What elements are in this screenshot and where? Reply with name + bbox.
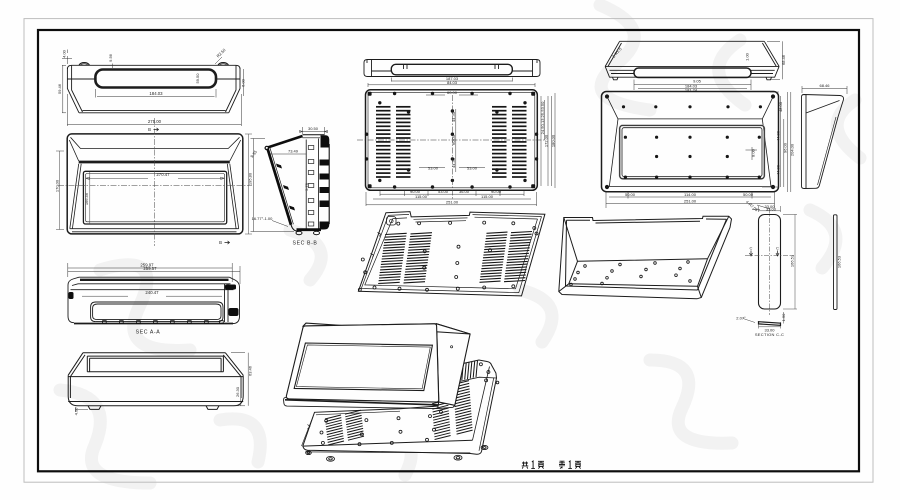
svg-text:96.00: 96.00 — [782, 142, 787, 153]
svg-text:84.03: 84.03 — [447, 80, 458, 85]
svg-text:50.00: 50.00 — [743, 192, 754, 197]
svg-text:53.00: 53.00 — [438, 189, 449, 194]
svg-text:60.00: 60.00 — [447, 90, 458, 95]
svg-text:C: C — [776, 246, 779, 251]
svg-text:33.00: 33.00 — [764, 328, 775, 333]
svg-text:60.00: 60.00 — [451, 134, 456, 145]
svg-text:240.47: 240.47 — [145, 290, 159, 295]
svg-text:4.00: 4.00 — [62, 49, 67, 58]
svg-text:30.50: 30.50 — [308, 126, 319, 131]
svg-text:90.00: 90.00 — [491, 189, 502, 194]
svg-text:251.00: 251.00 — [684, 198, 697, 203]
svg-text:53.00: 53.00 — [467, 165, 478, 170]
svg-text:B: B — [148, 127, 151, 132]
svg-text:259.57: 259.57 — [143, 266, 157, 271]
svg-text:SEC A-A: SEC A-A — [136, 330, 161, 336]
svg-text:114.00: 114.00 — [684, 192, 697, 197]
svg-text:9.05: 9.05 — [693, 79, 702, 84]
svg-text:181.24: 181.24 — [685, 88, 698, 93]
svg-text:259.97: 259.97 — [140, 262, 154, 267]
svg-text:115.00: 115.00 — [415, 194, 428, 199]
svg-text:180.00: 180.00 — [551, 134, 556, 147]
svg-text:90.00: 90.00 — [410, 189, 421, 194]
svg-text:187.03: 187.03 — [446, 76, 459, 81]
svg-text:68.46: 68.46 — [819, 83, 830, 88]
svg-text:24.50-13.25-53.50: 24.50-13.25-53.50 — [540, 101, 545, 134]
svg-text:44.00: 44.00 — [776, 130, 781, 141]
svg-text:9.55: 9.55 — [249, 149, 258, 159]
svg-text:33.00: 33.00 — [764, 204, 775, 209]
svg-text:1.00: 1.00 — [745, 52, 750, 61]
svg-text:C: C — [750, 246, 753, 251]
svg-text:B: B — [219, 240, 222, 245]
svg-text:4.00: 4.00 — [73, 407, 78, 416]
svg-text:166.53: 166.53 — [789, 254, 794, 267]
svg-text:9.56: 9.56 — [108, 53, 113, 62]
svg-text:36.00: 36.00 — [459, 189, 470, 194]
svg-text:251.00: 251.00 — [446, 200, 459, 205]
svg-text:44.30: 44.30 — [451, 157, 456, 168]
svg-text:48.00: 48.00 — [778, 101, 783, 112]
svg-text:1.50: 1.50 — [781, 313, 786, 322]
svg-text:170.00: 170.00 — [54, 179, 59, 192]
svg-text:184.03: 184.03 — [685, 84, 698, 89]
svg-text:270.47: 270.47 — [156, 172, 170, 177]
svg-text:26.30: 26.30 — [235, 386, 240, 397]
svg-text:5.73: 5.73 — [304, 182, 309, 191]
svg-text:195.80: 195.80 — [247, 172, 252, 185]
svg-text:166.56: 166.56 — [84, 192, 89, 205]
svg-text:SEC B-B: SEC B-B — [293, 240, 318, 246]
svg-text:16.77°-1.00: 16.77°-1.00 — [252, 216, 274, 221]
svg-text:73.49: 73.49 — [288, 149, 299, 154]
svg-text:8.00: 8.00 — [751, 148, 756, 157]
svg-text:59.46: 59.46 — [57, 83, 62, 94]
svg-text:R2.50: R2.50 — [215, 47, 227, 59]
svg-text:172.00: 172.00 — [544, 134, 549, 147]
svg-text:59.50: 59.50 — [195, 73, 200, 84]
svg-text:68.46: 68.46 — [781, 54, 786, 65]
svg-text:184.03: 184.03 — [149, 91, 163, 96]
svg-text:63.46: 63.46 — [248, 365, 253, 376]
svg-text:204.00: 204.00 — [790, 143, 795, 156]
svg-text:44.00: 44.00 — [776, 164, 781, 175]
svg-text:53.00: 53.00 — [428, 165, 439, 170]
svg-text:115.00: 115.00 — [481, 194, 494, 199]
svg-text:6.00: 6.00 — [241, 78, 246, 87]
svg-text:2.07°: 2.07° — [736, 316, 746, 321]
svg-text:50.00: 50.00 — [625, 192, 636, 197]
svg-text:33.00: 33.00 — [766, 207, 777, 212]
svg-text:166.53: 166.53 — [836, 255, 841, 268]
svg-text:SECTION C-C: SECTION C-C — [755, 332, 784, 337]
svg-text:44.30: 44.30 — [451, 111, 456, 122]
